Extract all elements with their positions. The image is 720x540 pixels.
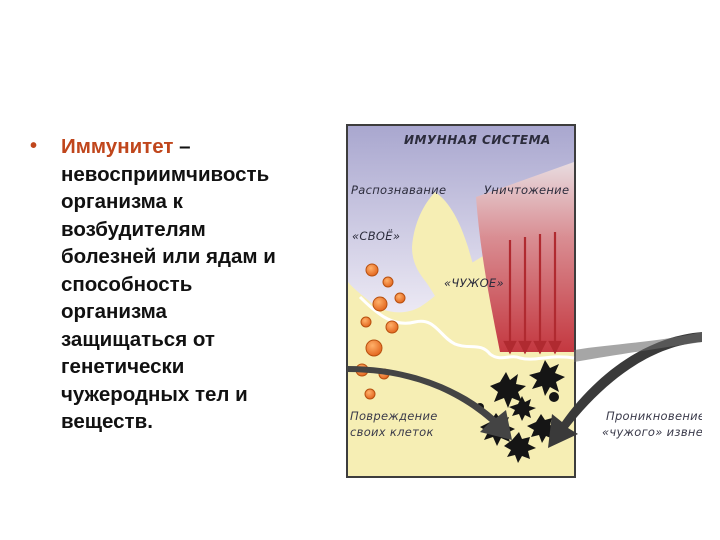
illustration-svg: ИМУННАЯ СИСТЕМА Распознавание Уничтожени… <box>346 124 702 478</box>
term-dash: – <box>173 135 191 158</box>
foreign-label: «ЧУЖОЕ» <box>444 276 504 290</box>
destruction-arrows <box>503 232 562 355</box>
boundary-line <box>358 295 575 361</box>
self-cells <box>355 263 406 400</box>
figure-title: ИМУННАЯ СИСТЕМА <box>404 133 551 147</box>
penetration-arrow-shade <box>574 332 702 362</box>
recognition-wedge <box>412 192 500 354</box>
definition-line: невосприимчивость <box>61 162 270 186</box>
recognition-label: Распознавание <box>351 183 446 197</box>
definition-line: защищаться от <box>61 327 215 351</box>
definition-line-1: Иммунитет – <box>61 133 361 161</box>
definition-line: болезней или ядам и <box>61 245 276 268</box>
definition-line: организма к <box>61 190 183 213</box>
definition-line: организма <box>61 300 167 323</box>
destruction-label: Уничтожение <box>484 183 569 197</box>
penetration-label-line1: Проникновение <box>606 409 702 423</box>
damage-label-line2: своих клеток <box>350 425 434 439</box>
self-label: «СВОЁ» <box>352 228 400 243</box>
definition-line: возбудителям <box>61 217 206 241</box>
definition-line: генетически <box>61 355 185 378</box>
definition-line: веществ. <box>61 410 153 433</box>
definition-line: способность <box>61 272 193 296</box>
bullet-marker: • <box>30 135 38 157</box>
definition-text: Иммунитет – невосприимчивость организма … <box>61 133 361 436</box>
damage-label-line1: Повреждение <box>350 409 438 423</box>
damage-arrow <box>347 366 512 440</box>
penetration-label-line2: «чужого» извне <box>602 425 702 439</box>
term-immunity: Иммунитет <box>61 135 174 158</box>
definition-line: чужеродных тел и <box>61 382 248 406</box>
immune-system-region <box>348 126 574 313</box>
immune-system-illustration: ИМУННАЯ СИСТЕМА Распознавание Уничтожени… <box>340 122 702 482</box>
